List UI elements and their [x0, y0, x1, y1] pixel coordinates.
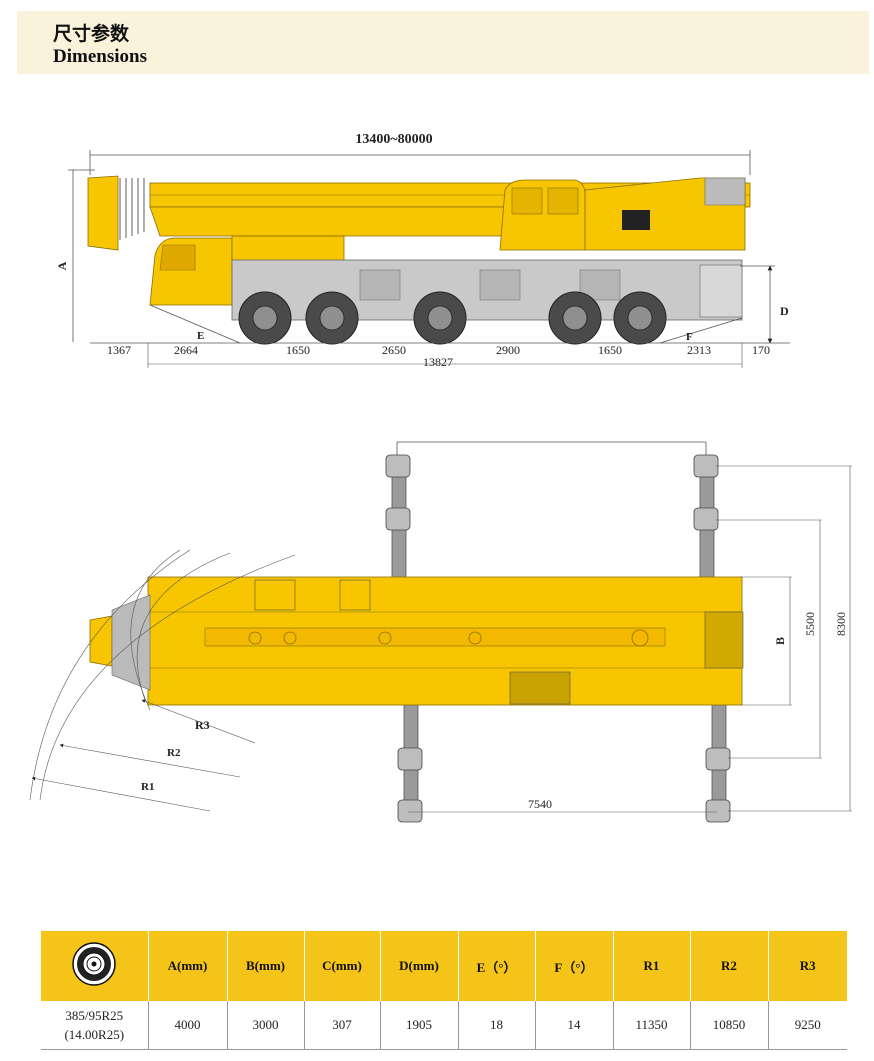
- dim-5500: 5500: [803, 612, 817, 636]
- boom-head: [87, 175, 119, 251]
- dim-7540: 7540: [528, 797, 552, 811]
- dim-2664: 2664: [174, 343, 198, 357]
- value-r3: 9250: [768, 1001, 847, 1050]
- value-f: 14: [535, 1001, 614, 1050]
- value-a: 4000: [148, 1001, 228, 1050]
- label-r2: R2: [167, 747, 181, 759]
- header-f: F（°）: [535, 931, 614, 1001]
- value-b: 3000: [227, 1001, 305, 1050]
- table-row: 385/95R25 (14.00R25) 4000 3000 307 1905 …: [41, 1001, 847, 1050]
- dim-2900: 2900: [496, 343, 520, 357]
- dim-170: 170: [752, 343, 770, 357]
- table-header-row: A(mm) B(mm) C(mm) D(mm) E（°） F（°） R1 R2 …: [41, 931, 847, 1001]
- dim-total: 13827: [423, 355, 453, 369]
- top-view: R3 R2 R1 B 5500 8300 7540: [29, 441, 852, 823]
- label-d: D: [780, 304, 789, 318]
- value-d: 1905: [380, 1001, 459, 1050]
- header-b: B(mm): [227, 931, 305, 1001]
- dim-1367: 1367: [107, 343, 131, 357]
- section-title-en: Dimensions: [53, 46, 147, 67]
- dim-2313: 2313: [687, 343, 711, 357]
- label-b: B: [773, 637, 787, 645]
- dim-2650: 2650: [382, 343, 406, 357]
- header-r3: R3: [768, 931, 847, 1001]
- header-d: D(mm): [380, 931, 459, 1001]
- header-e: E（°）: [458, 931, 536, 1001]
- value-r2: 10850: [690, 1001, 769, 1050]
- value-e: 18: [458, 1001, 536, 1050]
- label-e: E: [197, 330, 204, 342]
- value-c: 307: [304, 1001, 381, 1050]
- dimension-drawings: 13400~80000 A: [29, 132, 852, 823]
- header-r2: R2: [690, 931, 769, 1001]
- label-r1: R1: [141, 781, 154, 793]
- wheels: [238, 291, 667, 345]
- boom-lower-section: [149, 206, 521, 237]
- label-r3: R3: [195, 718, 210, 732]
- dimensions-table: A(mm) B(mm) C(mm) D(mm) E（°） F（°） R1 R2 …: [41, 931, 847, 1050]
- dim-1650-a: 1650: [286, 343, 310, 357]
- dim-8300: 8300: [834, 612, 848, 636]
- tire-size: 385/95R25 (14.00R25): [41, 1001, 149, 1050]
- overall-length-label: 13400~80000: [355, 132, 432, 147]
- tire-size-line1: 385/95R25: [65, 1008, 124, 1023]
- header-a: A(mm): [148, 931, 228, 1001]
- header-r1: R1: [613, 931, 691, 1001]
- tire-size-line2: (14.00R25): [64, 1027, 125, 1042]
- label-a: A: [55, 261, 69, 270]
- tire-header: [41, 931, 149, 1001]
- header-c: C(mm): [304, 931, 381, 1001]
- tire-icon: [72, 942, 116, 986]
- value-r1: 11350: [613, 1001, 691, 1050]
- side-view: 13400~80000 A: [55, 132, 790, 369]
- dim-1650-b: 1650: [598, 343, 622, 357]
- section-title-zh: 尺寸参数: [53, 23, 130, 45]
- section-header: 尺寸参数 Dimensions: [17, 11, 869, 74]
- label-f: F: [686, 331, 693, 343]
